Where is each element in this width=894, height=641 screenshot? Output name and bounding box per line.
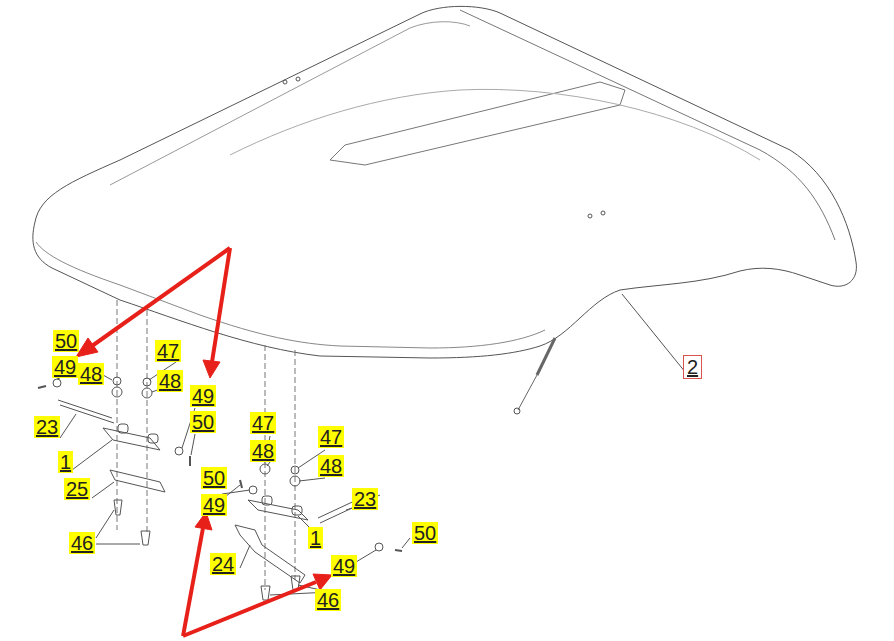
callout-number: 50 — [201, 467, 227, 489]
callout-number: 46 — [69, 532, 95, 554]
callout-number: 1 — [58, 451, 73, 473]
callout-number: 48 — [318, 455, 344, 477]
callout-number: 1 — [308, 527, 323, 549]
callout-number: 47 — [318, 426, 344, 448]
callout-number: 24 — [210, 553, 236, 575]
callout-number: 47 — [250, 412, 276, 434]
callout-number: 49 — [190, 385, 216, 407]
callout-number: 48 — [78, 363, 104, 385]
callout-number: 49 — [201, 494, 227, 516]
callout-number: 50 — [412, 522, 438, 544]
callout-number: 49 — [331, 555, 357, 577]
callout-number: 48 — [157, 370, 183, 392]
callout-number: 25 — [64, 478, 90, 500]
callout-number: 23 — [34, 416, 60, 438]
callout-number: 46 — [315, 589, 341, 611]
callout-number: 50 — [190, 411, 216, 433]
callout-number: 50 — [53, 330, 79, 352]
callout-number: 47 — [155, 340, 181, 362]
callout-number: 49 — [52, 356, 78, 378]
reference-box: 2 — [683, 355, 702, 379]
callout-number: 48 — [250, 440, 276, 462]
callout-number: 23 — [352, 488, 378, 510]
part-number: 2 — [687, 356, 698, 378]
